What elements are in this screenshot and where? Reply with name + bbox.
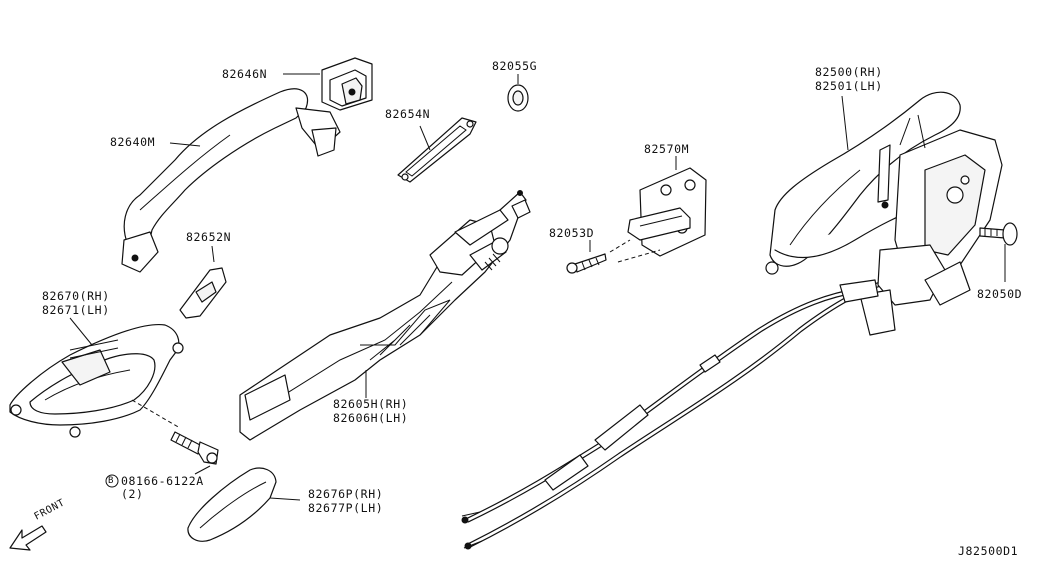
label-82050D: 82050D <box>977 287 1023 301</box>
part-82500-door-lock-actuator <box>765 91 1003 336</box>
part-cable-assembly <box>461 277 898 550</box>
part-82670-inside-handle <box>9 323 184 438</box>
dash-striker <box>609 239 661 263</box>
label-82652N: 82652N <box>186 230 232 244</box>
leader-82652N <box>211 245 215 263</box>
label-82501: 82501(LH) <box>815 79 883 93</box>
dash-handle-bolt <box>131 399 181 429</box>
label-82605H: 82605H(RH) <box>333 397 409 411</box>
label-82606H: 82606H(LH) <box>333 411 409 425</box>
label-82570M: 82570M <box>644 142 690 156</box>
label-82671: 82671(LH) <box>42 303 110 317</box>
label-82670: 82670(RH) <box>42 289 110 303</box>
label-82677P: 82677P(LH) <box>308 501 384 515</box>
part-82640M-outside-handle <box>121 88 341 273</box>
part-82050D-screw <box>979 222 1018 246</box>
part-82605H-frame <box>239 190 531 441</box>
leader-08166 <box>194 465 211 475</box>
part-82570M-striker <box>627 167 707 257</box>
bolt-circle-letter: B <box>108 476 115 486</box>
label-08166-6122A: 08166-6122A <box>121 474 204 488</box>
part-82652N-bracket <box>179 267 227 319</box>
label-82646N: 82646N <box>222 67 268 81</box>
leader-82640M <box>169 142 201 147</box>
part-82676P-escutcheon <box>187 467 277 542</box>
part-82053D-screw <box>566 253 607 274</box>
leader-82670 <box>69 317 93 346</box>
label-82654N: 82654N <box>385 107 431 121</box>
label-82500: 82500(RH) <box>815 65 883 79</box>
part-82646N-cap <box>321 57 373 111</box>
label-82640M: 82640M <box>110 135 156 149</box>
label-bolt-qty: (2) <box>121 487 144 501</box>
label-82055G: 82055G <box>492 59 538 73</box>
label-82676P: 82676P(RH) <box>308 487 384 501</box>
diagram-id: J82500D1 <box>958 544 1019 558</box>
part-82055G-grommet <box>507 84 529 112</box>
front-arrow-icon <box>9 525 47 551</box>
part-08166-6122A-bolt <box>170 431 219 465</box>
leader-82654N <box>419 125 431 151</box>
leader-82676P <box>269 497 301 501</box>
label-82053D: 82053D <box>549 226 595 240</box>
bolt-circle-marker <box>105 474 119 488</box>
leader-82500 <box>841 95 849 151</box>
part-82654N-gasket <box>397 117 477 183</box>
